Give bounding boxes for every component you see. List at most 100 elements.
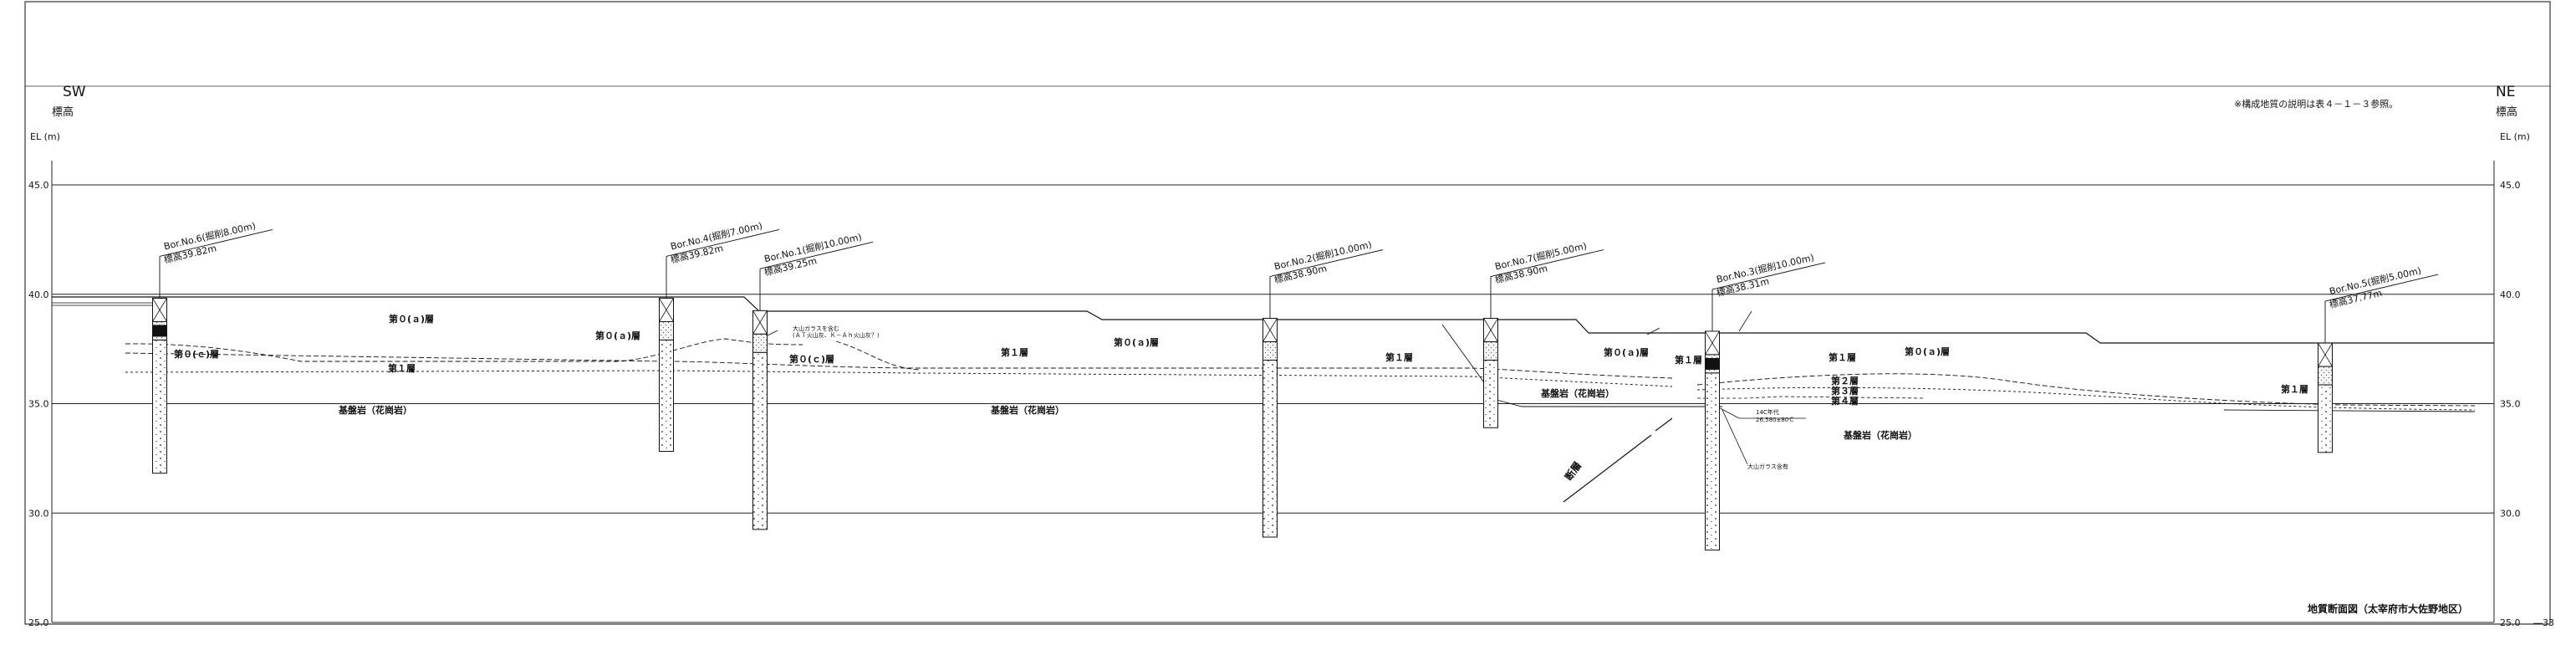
axis-label-left: 標高: [52, 105, 74, 119]
layer-label: 第０(ｃ)層: [174, 348, 219, 360]
borehole-fill-hatch: [1705, 330, 1720, 356]
borehole-label-rule: [159, 229, 273, 257]
tick-label-left: 45.0: [28, 180, 49, 191]
layer-1-east-boundary: [1696, 373, 2476, 407]
fill-boundary-line: [52, 302, 160, 306]
axis-unit-left: EL (m): [30, 131, 60, 142]
layer-label: 第０(ａ)層: [1905, 346, 1950, 357]
layer-label: 第１層: [2281, 383, 2308, 395]
borehole-column: [1262, 318, 1278, 538]
borehole-sediment-segment: [2318, 366, 2333, 386]
tephra-note: 大山ガラスを含む: [793, 325, 839, 332]
borehole-column: [752, 310, 768, 530]
drawing-frame: [24, 1, 2551, 625]
bedrock-east-line: [2223, 409, 2476, 412]
borehole-label-rule: [2324, 274, 2439, 302]
borehole-label-rule: [666, 229, 780, 257]
layer-label: 基盤岩（花崗岩）: [338, 404, 412, 416]
borehole-label-rule: [759, 241, 874, 269]
borehole-fill-hatch: [659, 298, 674, 322]
borehole-sediment-segment: [752, 333, 768, 353]
layer-label: 第３層: [1831, 385, 1859, 397]
borehole-label: Bor.No.3(掘削10.00m)標高38.31m: [1711, 251, 1826, 331]
layer-1-base-boundary: [125, 370, 1673, 387]
borehole-label-rule: [1269, 249, 1384, 277]
borehole-labels: Bor.No.6(掘削8.00m)標高39.82m Bor.No.4(掘削7.00…: [159, 219, 2439, 344]
borehole-sediment-segment: [659, 320, 674, 340]
fault-trace: [1563, 434, 1652, 503]
borehole-granite-segment: [752, 351, 768, 530]
layer-1-top-boundary: [125, 352, 1673, 379]
tick-label-left: 40.0: [28, 289, 49, 300]
layer-label: 第０(ａ)層: [1604, 346, 1649, 358]
layer-label: 第１層: [1829, 351, 1856, 363]
layer-label: 第１層: [1675, 354, 1702, 366]
borehole-fill-hatch: [152, 298, 167, 322]
borehole-label: Bor.No.2(掘削10.00m)標高38.90m: [1269, 238, 1384, 319]
layer-label: 基盤岩（花崗岩）: [1540, 387, 1614, 399]
borehole-sediment-segment: [1262, 341, 1278, 361]
borehole-column: [152, 297, 167, 474]
layer-label: 第０(ａ)層: [595, 330, 640, 341]
c14-leader: [1713, 404, 1806, 419]
layer-leader: [1738, 310, 1752, 332]
borehole-sediment-segment: [1483, 341, 1498, 361]
layer-0c-boundary: [125, 338, 803, 362]
borehole-fill-hatch: [1262, 318, 1278, 342]
drawing-title: 地質断面図（太宰府市大佐野地区）: [2308, 602, 2468, 615]
tick-label-right: 30.0: [2500, 508, 2521, 519]
layer-label: 第４層: [1831, 395, 1859, 407]
layer-label: 第１層: [388, 362, 416, 374]
layer-label: 第０(ａ)層: [1114, 336, 1159, 348]
borehole-granite-segment: [1262, 360, 1278, 538]
ground-surface-line: [52, 296, 2494, 344]
borehole-granite-segment: [1705, 372, 1720, 550]
borehole-columns: [152, 297, 2333, 550]
axis-label-right: 標高: [2496, 105, 2517, 119]
page-mark: ―33: [2533, 617, 2554, 628]
tephra-note: 大山ガラス含有: [1747, 463, 1788, 470]
dir-right: NE: [2496, 84, 2515, 100]
borehole-granite-segment: [152, 339, 167, 474]
tephra-note: (ＡＴ火山灰、Ｋ－Ａｈ火山灰？): [793, 331, 880, 339]
borehole-dark-layer: [152, 325, 167, 337]
layer-label: 第２層: [1831, 375, 1859, 386]
layer-0c-boundary: [835, 340, 921, 371]
tick-label-right: 40.0: [2500, 289, 2521, 300]
borehole-granite-segment: [1483, 360, 1498, 428]
borehole-granite-segment: [2318, 384, 2333, 453]
fault-trace: [1655, 417, 1673, 432]
borehole-column: [1483, 318, 1498, 428]
tick-label-left: 30.0: [28, 508, 49, 519]
layer-2-3-boundary: [1697, 396, 1924, 399]
tick-label-left: 35.0: [28, 399, 49, 410]
dir-left: SW: [63, 84, 86, 100]
borehole-column: [2318, 342, 2333, 453]
tick-label-right: 45.0: [2500, 180, 2521, 191]
legend-note: ※構成地質の説明は表４－１－３参照。: [2234, 98, 2398, 110]
borehole-dark-layer: [1705, 357, 1720, 370]
borehole-label: Bor.No.7(掘削5.00m)標高38.90m: [1490, 240, 1604, 319]
fault-label: 断層: [1562, 459, 1584, 483]
geology-lines: [52, 296, 2494, 503]
axis-unit-right: EL (m): [2500, 131, 2530, 142]
layer-label: 第１層: [1385, 351, 1413, 363]
tick-label-right: 25.0: [2500, 617, 2521, 628]
tephra-leader: [1722, 409, 1748, 465]
borehole-label: Bor.No.6(掘削8.00m)標高39.82m: [159, 219, 273, 299]
borehole-granite-segment: [659, 339, 674, 453]
fault-upper-trace: [1441, 324, 1722, 407]
borehole-fill-hatch: [1483, 318, 1498, 342]
tick-label-right: 35.0: [2500, 399, 2521, 410]
layer-label: 基盤岩（花崗岩）: [990, 404, 1064, 416]
c14-note: 26,580±80Ｃ: [1756, 417, 1794, 423]
layer-label: 基盤岩（花崗岩）: [1843, 429, 1917, 441]
layer-1-east-base: [1696, 386, 2476, 411]
borehole-column: [659, 297, 674, 453]
borehole-label: Bor.No.4(掘削7.00m)標高39.82m: [666, 219, 780, 299]
layer-leader: [1646, 327, 1660, 335]
borehole-column: [1705, 330, 1720, 550]
layer-label: 第０(ｃ)層: [789, 353, 834, 365]
